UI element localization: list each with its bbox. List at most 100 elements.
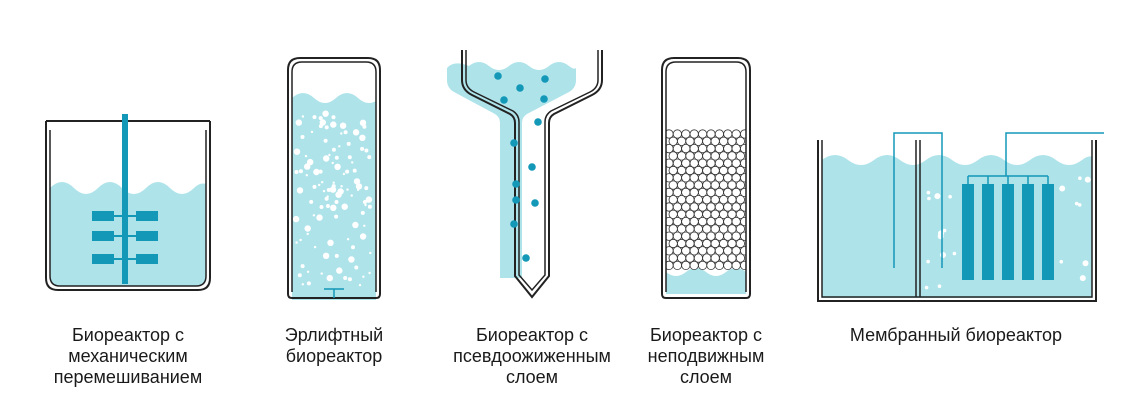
bubble	[337, 188, 344, 195]
packing-bead	[740, 260, 746, 270]
bubble	[352, 168, 357, 173]
packing-bead	[706, 260, 716, 270]
bubble	[331, 161, 334, 165]
bubble	[328, 153, 331, 157]
bubble	[330, 204, 337, 211]
particle	[531, 199, 539, 207]
bubble	[331, 115, 336, 120]
membrane-module	[1002, 184, 1014, 280]
bubble	[342, 172, 346, 176]
bubble	[362, 124, 367, 129]
bubble	[363, 224, 366, 227]
impeller-shaft-icon	[122, 114, 128, 284]
particle	[494, 72, 502, 80]
bubble	[334, 155, 339, 160]
bubble	[1059, 259, 1064, 264]
bubble	[369, 251, 372, 255]
packing-bead	[740, 129, 746, 139]
bubble	[326, 188, 331, 192]
bubble	[293, 148, 301, 155]
bubble	[339, 122, 347, 129]
airlift-vessel	[287, 57, 381, 299]
bubble	[304, 154, 308, 158]
bubble	[334, 214, 339, 219]
membrane-module	[1022, 184, 1034, 280]
particle	[500, 96, 508, 104]
bubble	[312, 214, 316, 217]
packing-bead	[714, 260, 725, 270]
packing-bead	[681, 260, 691, 270]
bubble	[313, 168, 320, 176]
packing-bead	[735, 180, 746, 190]
bubble	[322, 189, 326, 193]
bubble	[338, 145, 341, 148]
packing-bead	[735, 151, 746, 161]
stirred-tank-vessel	[45, 130, 211, 291]
bubble	[318, 169, 323, 174]
bubble	[348, 256, 355, 263]
packing-bead	[731, 260, 741, 270]
bubble	[323, 138, 328, 143]
packing-bead	[740, 246, 746, 256]
bubble	[1082, 260, 1089, 267]
bubble	[306, 281, 311, 286]
bubble	[926, 190, 931, 195]
bubble	[359, 119, 367, 127]
bubble	[313, 245, 317, 249]
packing-bead	[740, 217, 746, 227]
bubble	[340, 132, 343, 135]
bubble	[940, 252, 946, 258]
bubble	[336, 267, 343, 274]
bubble	[350, 194, 353, 197]
bubble	[360, 210, 365, 215]
stirred-tank-bioreactor	[45, 114, 211, 291]
bubble	[1077, 203, 1082, 207]
particle-icon	[494, 72, 549, 262]
bubble	[347, 277, 352, 282]
particle	[510, 139, 518, 147]
bubble	[325, 204, 330, 208]
bubble	[295, 119, 302, 126]
bubble	[365, 196, 373, 203]
bubble	[927, 196, 931, 201]
bubble	[292, 215, 300, 223]
bubble	[356, 188, 360, 192]
bubble	[320, 272, 323, 275]
particle	[534, 118, 542, 126]
bubble	[306, 270, 310, 273]
bubble	[934, 193, 941, 200]
packed-vessel	[661, 57, 751, 299]
packing-bead	[735, 209, 746, 219]
packing-bead	[740, 173, 746, 183]
bubble	[364, 203, 367, 207]
packing-bead	[735, 253, 746, 263]
particle	[510, 220, 518, 228]
caption-airlift: Эрлифтный биореактор	[284, 325, 384, 366]
bubble	[942, 228, 947, 233]
airlift-bioreactor	[287, 57, 381, 300]
bubble	[307, 158, 314, 166]
bubble	[322, 110, 329, 117]
fluidized-vessel	[461, 50, 603, 299]
packing-bead	[735, 238, 746, 249]
stirred-tank-vessel-inner	[49, 130, 207, 287]
bubble	[295, 241, 298, 244]
bubble	[319, 205, 324, 209]
packed-bed-bioreactor	[661, 57, 751, 299]
particle	[512, 196, 520, 204]
bubble	[340, 185, 343, 188]
bubble	[346, 238, 350, 241]
particle	[512, 180, 520, 188]
membrane-module	[1042, 184, 1054, 280]
fluidized-bed-bioreactor	[447, 50, 603, 299]
bubble	[937, 284, 942, 289]
bubble	[364, 148, 369, 153]
bubble	[305, 174, 308, 177]
bubble	[362, 275, 365, 278]
bubble	[346, 141, 351, 146]
bubble	[343, 276, 348, 280]
bubble	[318, 124, 323, 129]
bubble	[326, 274, 333, 282]
bubble	[341, 203, 348, 210]
bubble	[301, 283, 304, 286]
